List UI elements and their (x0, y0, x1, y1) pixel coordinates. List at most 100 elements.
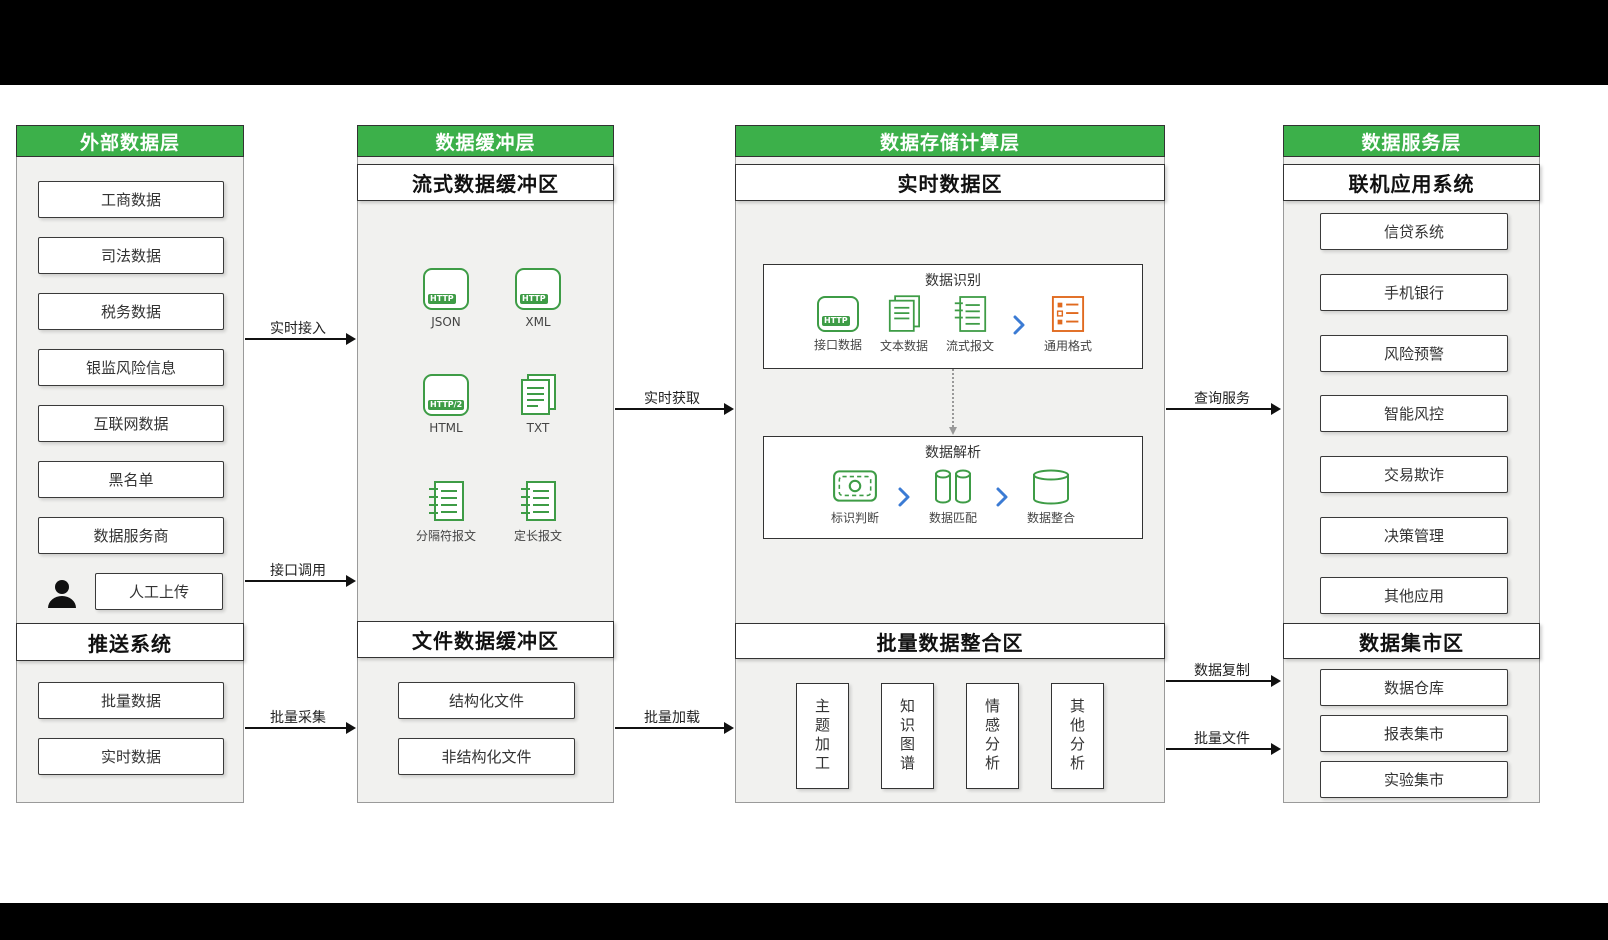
icon-label-delimiter: 分隔符报文 (415, 529, 477, 543)
icon-label-data-merge: 数据整合 (1027, 511, 1076, 525)
batch-box-knowledge-label: 知识图谱 (898, 698, 916, 774)
text-data-group: 文本数据 (880, 295, 928, 354)
identify-card-icon (833, 470, 877, 502)
source-box-internet: 互联网数据 (38, 405, 224, 442)
online-apps-title: 联机应用系统 (1283, 164, 1540, 201)
batch-box-knowledge: 知识图谱 (881, 683, 934, 789)
external-data-layer-header: 外部数据层 (16, 125, 244, 157)
fixed-length-message-icon-group: 定长报文 (514, 480, 562, 544)
arrow-label-realtime-access: 实时接入 (270, 321, 326, 337)
http-file-icon: HTTP (423, 268, 469, 310)
push-system-title: 推送系统 (16, 623, 244, 661)
source-box-regulator: 银监风险信息 (38, 349, 224, 386)
notebook-icon (428, 481, 464, 521)
icon-label-txt: TXT (526, 421, 550, 435)
mart-box-warehouse: 数据仓库 (1320, 669, 1508, 706)
icon-label-identify-judge: 标识判断 (830, 511, 879, 525)
json-icon-group: HTTP JSON (423, 268, 469, 329)
source-box-blacklist: 黑名单 (38, 461, 224, 498)
dotted-connector-arrow (949, 369, 957, 435)
app-box-fraud: 交易欺诈 (1320, 456, 1508, 493)
http-badge: HTTP (520, 294, 548, 304)
file-box-structured: 结构化文件 (398, 682, 575, 719)
batch-box-sentiment-label: 情感分析 (983, 698, 1001, 774)
batch-box-other-label: 其他分析 (1068, 698, 1086, 774)
batch-box-topic: 主题加工 (796, 683, 849, 789)
arrow-realtime-fetch (615, 403, 734, 415)
http-file-icon: HTTP (515, 268, 561, 310)
double-cylinder-icon (934, 469, 971, 504)
batch-zone-title: 批量数据整合区 (735, 623, 1165, 659)
notebook-icon (954, 296, 987, 332)
arrow-realtime-access (245, 333, 356, 345)
storage-computing-layer-panel: 数据存储计算层 实时数据区 数据识别 HTTP 接口数据 文本数据 (735, 125, 1165, 803)
external-data-layer-panel: 外部数据层 工商数据 司法数据 税务数据 银监风险信息 互联网数据 黑名单 数据… (16, 125, 244, 803)
document-stack-icon (888, 295, 920, 332)
data-recognition-box: 数据识别 HTTP 接口数据 文本数据 (763, 264, 1143, 369)
stream-buffer-title: 流式数据缓冲区 (357, 164, 614, 201)
data-service-layer-panel: 数据服务层 联机应用系统 信贷系统 手机银行 风险预警 智能风控 交易欺诈 决策… (1283, 125, 1540, 803)
mart-box-lab: 实验集市 (1320, 761, 1508, 798)
file-buffer-title: 文件数据缓冲区 (357, 621, 614, 658)
delimiter-message-icon-group: 分隔符报文 (416, 480, 476, 544)
chevron-right-icon (1013, 315, 1025, 334)
arrow-label-batch-collect: 批量采集 (270, 710, 326, 726)
notebook-icon (520, 481, 556, 521)
generic-format-group: 通用格式 (1044, 295, 1092, 354)
html-icon-group: HTTP/2 HTML (423, 374, 469, 435)
top-letterbox-bar (0, 0, 1608, 85)
icon-label-json: JSON (431, 315, 461, 329)
http-file-icon: HTTP/2 (423, 374, 469, 416)
http-badge: HTTP (428, 294, 456, 304)
icon-label-html: HTML (429, 421, 463, 435)
data-parsing-box: 数据解析 标识判断 (763, 436, 1143, 539)
bottom-letterbox-bar (0, 903, 1608, 940)
arrow-interface-call (245, 575, 356, 587)
arrow-label-query-service: 查询服务 (1194, 391, 1250, 407)
source-box-tax: 税务数据 (38, 293, 224, 330)
icon-label-fixed-length: 定长报文 (513, 529, 563, 543)
http-interface-icon: HTTP (816, 296, 859, 332)
app-box-decision: 决策管理 (1320, 517, 1508, 554)
push-box-batch: 批量数据 (38, 682, 224, 719)
chevron-right-icon (898, 487, 910, 506)
chevron-right-icon (996, 487, 1008, 506)
icon-label-generic-format: 通用格式 (1044, 339, 1093, 353)
icon-label-stream-message: 流式报文 (946, 339, 995, 353)
batch-box-other: 其他分析 (1051, 683, 1104, 789)
source-box-judicial: 司法数据 (38, 237, 224, 274)
batch-box-sentiment: 情感分析 (966, 683, 1019, 789)
identify-judge-group: 标识判断 (831, 467, 879, 526)
icon-label-text-data: 文本数据 (879, 339, 928, 353)
person-icon (48, 580, 76, 608)
arrow-label-batch-load: 批量加载 (644, 710, 700, 726)
data-mart-title: 数据集市区 (1283, 623, 1540, 659)
data-merge-group: 数据整合 (1027, 467, 1075, 526)
arrow-label-batch-file: 批量文件 (1194, 731, 1250, 747)
push-box-realtime: 实时数据 (38, 738, 224, 775)
app-box-smart-risk: 智能风控 (1320, 395, 1508, 432)
data-parsing-title: 数据解析 (925, 445, 981, 461)
app-box-mobile-bank: 手机银行 (1320, 274, 1508, 311)
stream-message-group: 流式报文 (946, 295, 994, 354)
batch-box-topic-label: 主题加工 (813, 698, 831, 774)
manual-upload-box: 人工上传 (95, 573, 223, 610)
data-service-layer-header: 数据服务层 (1283, 125, 1540, 157)
realtime-zone-title: 实时数据区 (735, 164, 1165, 201)
checklist-icon (1051, 296, 1085, 332)
storage-computing-layer-header: 数据存储计算层 (735, 125, 1165, 157)
interface-data-group: HTTP 接口数据 (814, 296, 862, 353)
data-match-group: 数据匹配 (929, 467, 977, 526)
icon-label-interface-data: 接口数据 (813, 338, 862, 352)
data-recognition-row: HTTP 接口数据 文本数据 (764, 295, 1142, 354)
source-box-business: 工商数据 (38, 181, 224, 218)
arrow-batch-file (1166, 743, 1281, 755)
file-box-unstructured: 非结构化文件 (398, 738, 575, 775)
arrow-label-interface-call: 接口调用 (270, 563, 326, 579)
arrow-label-data-copy: 数据复制 (1194, 663, 1250, 679)
data-parsing-row: 标识判断 数据匹配 (764, 467, 1142, 526)
data-recognition-title: 数据识别 (925, 273, 981, 289)
txt-icon-group: TXT (520, 374, 556, 435)
arrow-data-copy (1166, 675, 1281, 687)
